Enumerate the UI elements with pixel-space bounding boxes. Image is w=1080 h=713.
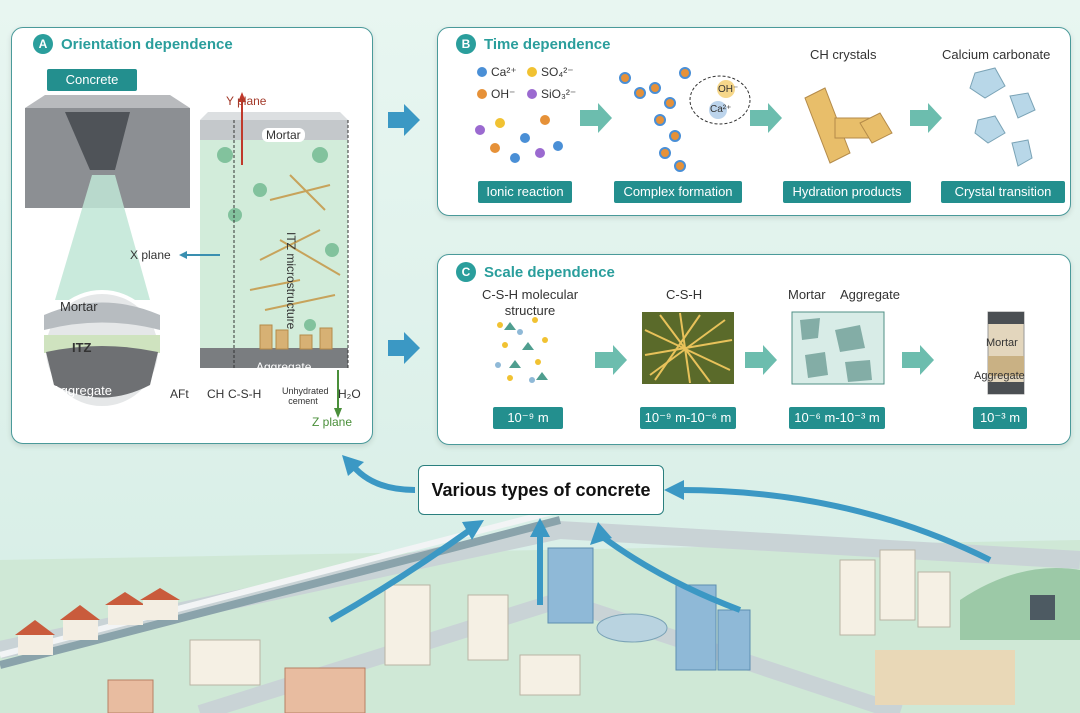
scale-mortar-label: Mortar <box>788 287 826 302</box>
various-types-of-concrete-box: Various types of concrete <box>418 465 664 515</box>
scale-1e-6-1e-3: 10⁻⁶ m-10⁻³ m <box>789 407 885 429</box>
x-plane-label: X plane <box>130 248 171 262</box>
scale-1e-9-1e-6: 10⁻⁹ m-10⁻⁶ m <box>640 407 736 429</box>
panel-c-title: C Scale dependence <box>456 262 615 282</box>
a-mortar-circle-label: Mortar <box>60 299 98 314</box>
complex-ca-label: Ca²⁺ <box>710 104 732 115</box>
scale-illustrations <box>495 311 1025 395</box>
concrete-label: Concrete <box>47 69 137 91</box>
ion-ca: Ca²⁺ <box>491 65 517 79</box>
a-aggregate-circle-label: Aggregate <box>52 383 112 398</box>
panel-a-badge: A <box>33 34 53 54</box>
panel-b-title-text: Time dependence <box>484 35 611 53</box>
time-dependence-illustrations <box>475 67 1036 172</box>
complex-oh-label: OH⁻ <box>718 84 739 95</box>
scale-aggregate-label: Aggregate <box>840 287 900 302</box>
a-itz-label: ITZ <box>72 340 92 355</box>
step-hydration-products: Hydration products <box>783 181 911 203</box>
step-ionic-reaction: Ionic reaction <box>478 181 572 203</box>
panel-c-badge: C <box>456 262 476 282</box>
csh-label: C-S-H <box>666 287 703 302</box>
calcium-carbonate-label: Calcium carbonate <box>942 47 1051 62</box>
ion-oh: OH⁻ <box>491 87 516 101</box>
step-crystal-transition: Crystal transition <box>941 181 1065 203</box>
legend-unhydrated-cement: Unhydrated cement <box>282 386 329 406</box>
concrete-cube-illustration <box>25 92 349 418</box>
panel-c-title-text: Scale dependence <box>484 263 615 281</box>
panel-b-title: B Time dependence <box>456 34 610 54</box>
step-complex-formation: Complex formation <box>614 181 742 203</box>
ch-crystals-label: CH crystals <box>810 47 877 62</box>
y-plane-label: Y plane <box>226 94 267 108</box>
legend-aft: AFt <box>170 387 189 401</box>
block-mortar-label: Mortar <box>262 128 305 142</box>
legend-csh: C-S-H <box>228 387 262 401</box>
sample-mortar-label: Mortar <box>986 337 1018 349</box>
legend-h2o: H₂O <box>338 387 361 401</box>
scale-1e-9: 10⁻⁹ m <box>493 407 563 429</box>
z-plane-label: Z plane <box>312 415 353 429</box>
ion-so4: SO₄²⁻ <box>541 65 574 79</box>
panel-a-title-text: Orientation dependence <box>61 35 233 53</box>
csh-molecular-label: C-S-H molecular structure <box>481 287 579 318</box>
panel-a-title: A Orientation dependence <box>33 34 233 54</box>
legend-ch: CH <box>207 387 225 401</box>
sample-aggregate-label: Aggregate <box>974 370 1025 382</box>
scale-1e-3: 10⁻³ m <box>973 407 1027 429</box>
block-aggregate-label: Aggregate <box>256 360 312 374</box>
panel-b-badge: B <box>456 34 476 54</box>
ion-sio3: SiO₃²⁻ <box>541 87 577 101</box>
